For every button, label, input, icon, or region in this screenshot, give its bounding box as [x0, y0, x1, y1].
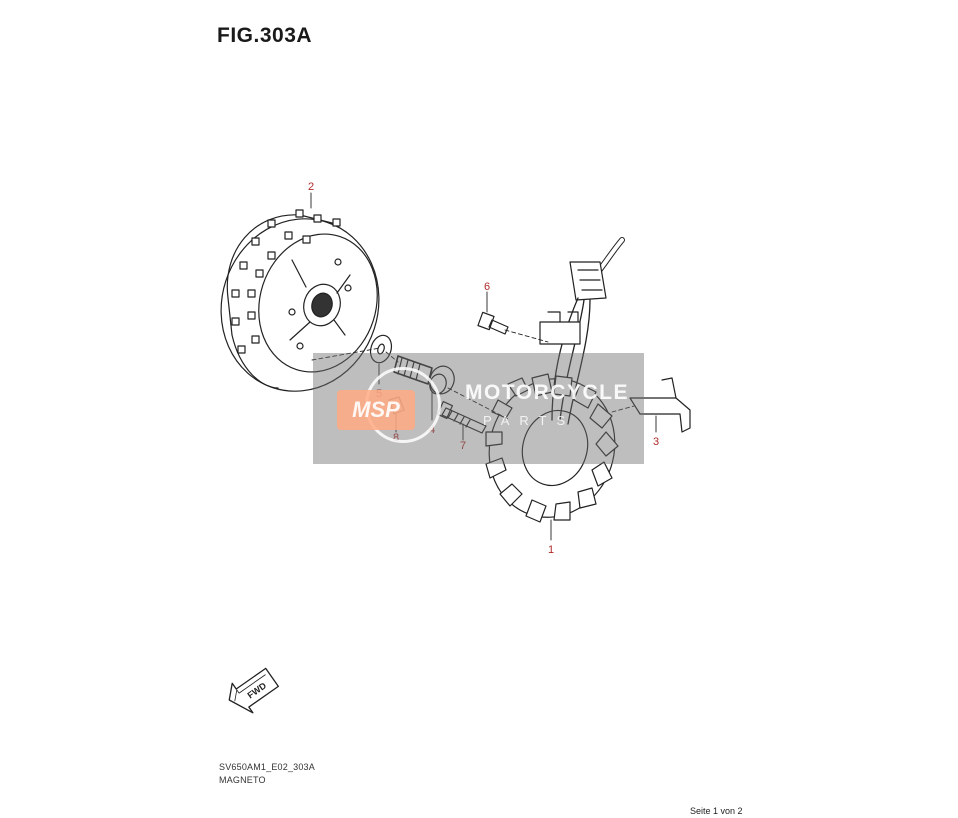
callout-3: 3 — [653, 436, 659, 448]
clamp-screw — [477, 311, 509, 335]
stator-coil — [485, 237, 625, 523]
watermark-line2: PARTS — [483, 413, 576, 428]
stator-screw — [436, 400, 487, 434]
callout-6: 6 — [484, 281, 490, 293]
assembly-lines — [311, 329, 635, 421]
watermark: MSP MOTORCYCLE PARTS — [313, 353, 644, 464]
figure-title: FIG.303A — [217, 24, 313, 47]
watermark-logo: MSP — [337, 390, 415, 430]
fwd-arrow-icon: FWD — [228, 667, 279, 714]
wire-bracket — [629, 377, 691, 433]
callout-7: 7 — [460, 440, 466, 452]
callout-2: 2 — [308, 181, 314, 193]
callout-1: 1 — [548, 544, 554, 556]
callout-4: 4 — [429, 424, 435, 436]
watermark-line1: MOTORCYCLE — [465, 381, 629, 404]
rotor-flywheel — [220, 209, 380, 392]
model-code: SV650AM1_E02_303A — [219, 762, 315, 772]
page-info: Seite 1 von 2 — [690, 806, 743, 816]
watermark-logo-text: MSP — [352, 397, 400, 422]
figure-name: MAGNETO — [219, 775, 266, 785]
